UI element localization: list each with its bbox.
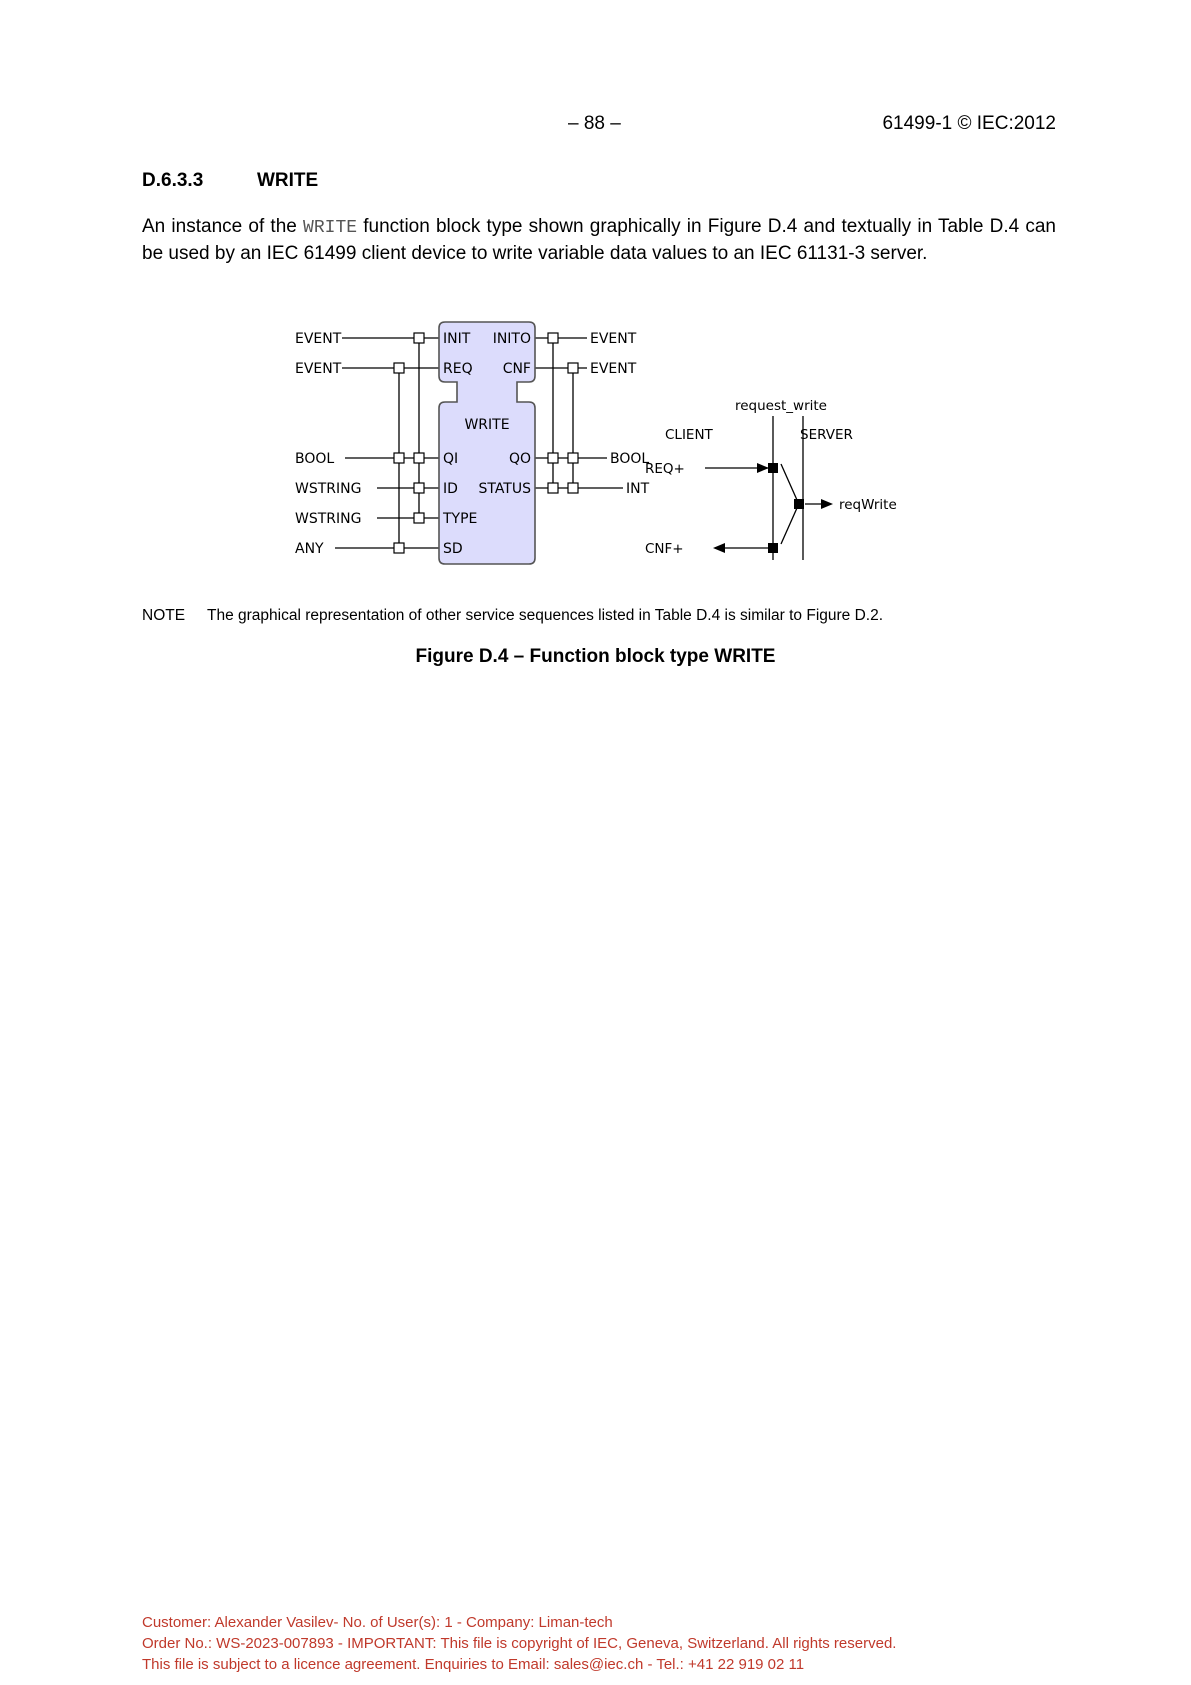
data-input-type-sd: ANY bbox=[295, 541, 324, 557]
body-paragraph: An instance of the WRITE function block … bbox=[142, 214, 1056, 266]
function-block-body bbox=[438, 321, 536, 565]
port-qi: QI bbox=[443, 451, 458, 467]
copyright-footer: Customer: Alexander Vasilev- No. of User… bbox=[142, 1612, 896, 1675]
data-input-type-id: WSTRING bbox=[295, 481, 361, 497]
port-qo: QO bbox=[509, 451, 531, 467]
data-output-type-qo: BOOL bbox=[610, 451, 649, 467]
port-type: TYPE bbox=[442, 511, 477, 527]
event-input-type-init: EVENT bbox=[295, 331, 342, 347]
figure-caption: Figure D.4 – Function block type WRITE bbox=[415, 646, 776, 667]
port-init: INIT bbox=[443, 331, 471, 347]
paragraph-text-start: An instance of the bbox=[142, 216, 304, 237]
port-inito: INITO bbox=[493, 331, 531, 347]
section-title: WRITE bbox=[257, 170, 319, 191]
note-text: The graphical representation of other se… bbox=[207, 607, 884, 624]
block-type-name: WRITE bbox=[464, 417, 509, 433]
data-output-type-status: INT bbox=[626, 481, 650, 497]
port-req: REQ bbox=[443, 361, 473, 377]
note-label: NOTE bbox=[142, 607, 186, 624]
sequence-title: request_write bbox=[735, 398, 827, 414]
server-label: SERVER bbox=[800, 427, 853, 443]
standard-reference: 61499-1 © IEC:2012 bbox=[882, 113, 1056, 134]
service-sequence: request_write CLIENT SERVER REQ+ CNF+ re… bbox=[645, 398, 897, 560]
footer-line-3: This file is subject to a licence agreem… bbox=[142, 1656, 805, 1673]
port-sd: SD bbox=[443, 541, 463, 557]
page-number: – 88 – bbox=[568, 113, 621, 134]
event-output-type-cnf: EVENT bbox=[590, 361, 637, 377]
code-write: WRITE bbox=[303, 218, 358, 238]
server-primitive: reqWrite bbox=[839, 497, 897, 513]
req-primitive: REQ+ bbox=[645, 461, 685, 477]
data-input-type-type: WSTRING bbox=[295, 511, 361, 527]
footer-line-1: Customer: Alexander Vasilev- No. of User… bbox=[142, 1614, 613, 1631]
port-id: ID bbox=[443, 481, 458, 497]
paragraph-text-end: function block type shown graphically in… bbox=[142, 216, 1056, 264]
client-label: CLIENT bbox=[665, 427, 714, 443]
event-output-type-inito: EVENT bbox=[590, 331, 637, 347]
data-input-type-qi: BOOL bbox=[295, 451, 334, 467]
footer-line-2: Order No.: WS-2023-007893 - IMPORTANT: T… bbox=[142, 1635, 897, 1652]
port-cnf: CNF bbox=[503, 361, 531, 377]
section-heading: D.6.3.3 WRITE bbox=[142, 170, 318, 192]
section-number: D.6.3.3 bbox=[142, 170, 204, 191]
figure-d4-diagram: EVENT EVENT BOOL WSTRING WSTRING ANY INI… bbox=[295, 321, 897, 565]
event-input-type-req: EVENT bbox=[295, 361, 342, 377]
note: NOTE The graphical representation of othe… bbox=[142, 607, 883, 625]
cnf-primitive: CNF+ bbox=[645, 541, 684, 557]
port-status: STATUS bbox=[478, 481, 531, 497]
